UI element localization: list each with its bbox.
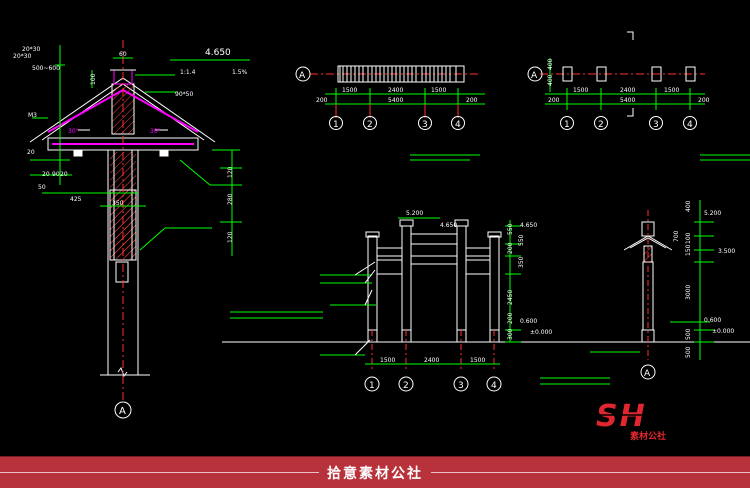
angle-left: 30° xyxy=(68,128,79,135)
plan-right-axis: A xyxy=(531,71,538,81)
slope-ratio: 1:1.4 xyxy=(180,69,196,76)
plan-top-labels: A 1500 2400 1500 200 5400 200 1 2 3 4 xyxy=(299,71,478,130)
plan-right xyxy=(527,31,750,161)
front-level-2: 4.650 xyxy=(440,222,457,229)
dim-350: 350 xyxy=(112,200,124,207)
side-rdim-2: 700 xyxy=(673,230,680,242)
side-axis-label: A xyxy=(644,369,651,379)
plan-top-dim-1: 1500 xyxy=(342,87,357,94)
plan-right-bubble-3: 3 xyxy=(653,120,659,130)
plan-right-dim-1: 1500 xyxy=(573,87,588,94)
front-bubble-4: 4 xyxy=(491,381,497,391)
side-rdim-1: 400 xyxy=(685,200,692,212)
footer-title-wrap: 拾意素材公社 xyxy=(0,463,750,483)
rail-size: 90*50 xyxy=(175,91,193,98)
plan-top-bubble-4: 4 xyxy=(455,120,461,130)
plan-right-side-2: 400 xyxy=(547,74,554,86)
top-width: 60 xyxy=(119,51,127,58)
plan-top xyxy=(295,65,485,161)
plan-right-bubble-1: 1 xyxy=(564,120,570,130)
tile-size-a: 20*30 xyxy=(22,46,40,53)
side-rdim-6: 500 xyxy=(685,328,692,340)
m3-label: M3 xyxy=(28,112,37,119)
plan-top-dim-5: 5400 xyxy=(388,97,403,104)
plan-top-bubble-2: 2 xyxy=(367,120,373,130)
front-level-3: 0.600 xyxy=(520,318,537,325)
front-level-5: 4.650 xyxy=(520,222,537,229)
plan-right-dim-4: 200 xyxy=(548,97,560,104)
footer-banner: 拾意素材公社 xyxy=(0,456,750,488)
right-dim-0: 120 xyxy=(227,166,234,178)
cad-drawing: 20*30 20*30 500~600 60 100 4.650 1:1.4 1… xyxy=(13,31,750,419)
sh-logo-mark: SH 素材公社 xyxy=(594,399,678,442)
plan-top-dim-6: 200 xyxy=(466,97,478,104)
footer-title: 拾意素材公社 xyxy=(319,466,431,482)
plan-right-dim-2: 2400 xyxy=(620,87,635,94)
front-rdim-3: 200 xyxy=(507,242,514,254)
tile-size-b: 20*30 xyxy=(13,53,31,60)
plan-top-bubble-1: 1 xyxy=(333,120,339,130)
side-elevation-labels: 5.200 3.500 0.600 ±0.000 400 700 150 100… xyxy=(644,200,735,379)
front-elevation-labels: 5.200 4.650 0.600 ±0.000 4.650 550 550 2… xyxy=(369,210,552,391)
side-level-4: ±0.000 xyxy=(712,328,734,335)
front-rdim-5: 2450 xyxy=(507,290,514,305)
plan-top-axis: A xyxy=(299,71,306,81)
sh-logo: SH 素材公社 xyxy=(590,398,690,444)
side-rdim-7: 500 xyxy=(685,346,692,358)
level-top: 4.650 xyxy=(205,48,231,58)
side-elevation xyxy=(590,200,714,380)
cap-height: 100 xyxy=(90,73,97,85)
side-level-2: 3.500 xyxy=(718,248,735,255)
side-rdim-5: 3000 xyxy=(685,285,692,300)
logo-subtitle: 素材公社 xyxy=(630,430,666,442)
section-axis-label: A xyxy=(119,406,126,417)
front-bubble-3: 3 xyxy=(458,381,464,391)
section-detail xyxy=(29,40,250,419)
dim-20-a: 20 xyxy=(27,149,35,156)
plan-right-bubble-2: 2 xyxy=(598,120,604,130)
front-bdim-3: 1500 xyxy=(470,357,485,364)
side-rdim-3: 150 xyxy=(685,244,692,256)
front-rdim-6: 200 xyxy=(507,312,514,324)
dim-425: 425 xyxy=(70,196,82,203)
plan-top-bubble-3: 3 xyxy=(422,120,428,130)
side-level-3: 0.600 xyxy=(704,317,721,324)
front-level-4: ±0.000 xyxy=(530,329,552,336)
front-elevation xyxy=(222,217,750,392)
front-rdim-2: 550 xyxy=(518,234,525,246)
front-bubble-2: 2 xyxy=(403,381,409,391)
plan-right-dim-5: 5400 xyxy=(620,97,635,104)
front-rdim-7: 300 xyxy=(507,328,514,340)
plan-right-side-1: 400 xyxy=(547,58,554,70)
plan-top-dim-2: 2400 xyxy=(388,87,403,94)
side-rdim-4: 100 xyxy=(685,232,692,244)
angle-right: 30° xyxy=(150,128,161,135)
front-level-1: 5.200 xyxy=(406,210,423,217)
front-rdim-1: 550 xyxy=(507,223,514,235)
logo-letters: SH xyxy=(596,399,647,434)
dim-20-c: 20 xyxy=(60,171,68,178)
slope-pct: 1.5% xyxy=(232,69,248,76)
front-bdim-1: 1500 xyxy=(380,357,395,364)
right-dim-2: 120 xyxy=(227,231,234,243)
plan-top-dim-3: 1500 xyxy=(431,87,446,94)
plan-top-dim-4: 200 xyxy=(316,97,328,104)
dim-90: 90 xyxy=(52,171,60,178)
plan-right-dim-6: 200 xyxy=(698,97,710,104)
dim-50: 50 xyxy=(38,184,46,191)
plan-right-bubble-4: 4 xyxy=(687,120,693,130)
front-bubble-1: 1 xyxy=(369,381,375,391)
dim-20-b: 20 xyxy=(42,171,50,178)
plan-right-dim-3: 1500 xyxy=(664,87,679,94)
front-rdim-4: 350 xyxy=(518,256,525,268)
section-labels: 20*30 20*30 500~600 60 100 4.650 1:1.4 1… xyxy=(13,46,248,417)
right-dim-1: 280 xyxy=(227,193,234,205)
plan-right-labels: A 400 400 1500 2400 1500 200 5400 200 1 … xyxy=(531,58,710,130)
range-label: 500~600 xyxy=(32,65,60,72)
front-bdim-2: 2400 xyxy=(424,357,439,364)
side-level-1: 5.200 xyxy=(704,210,721,217)
